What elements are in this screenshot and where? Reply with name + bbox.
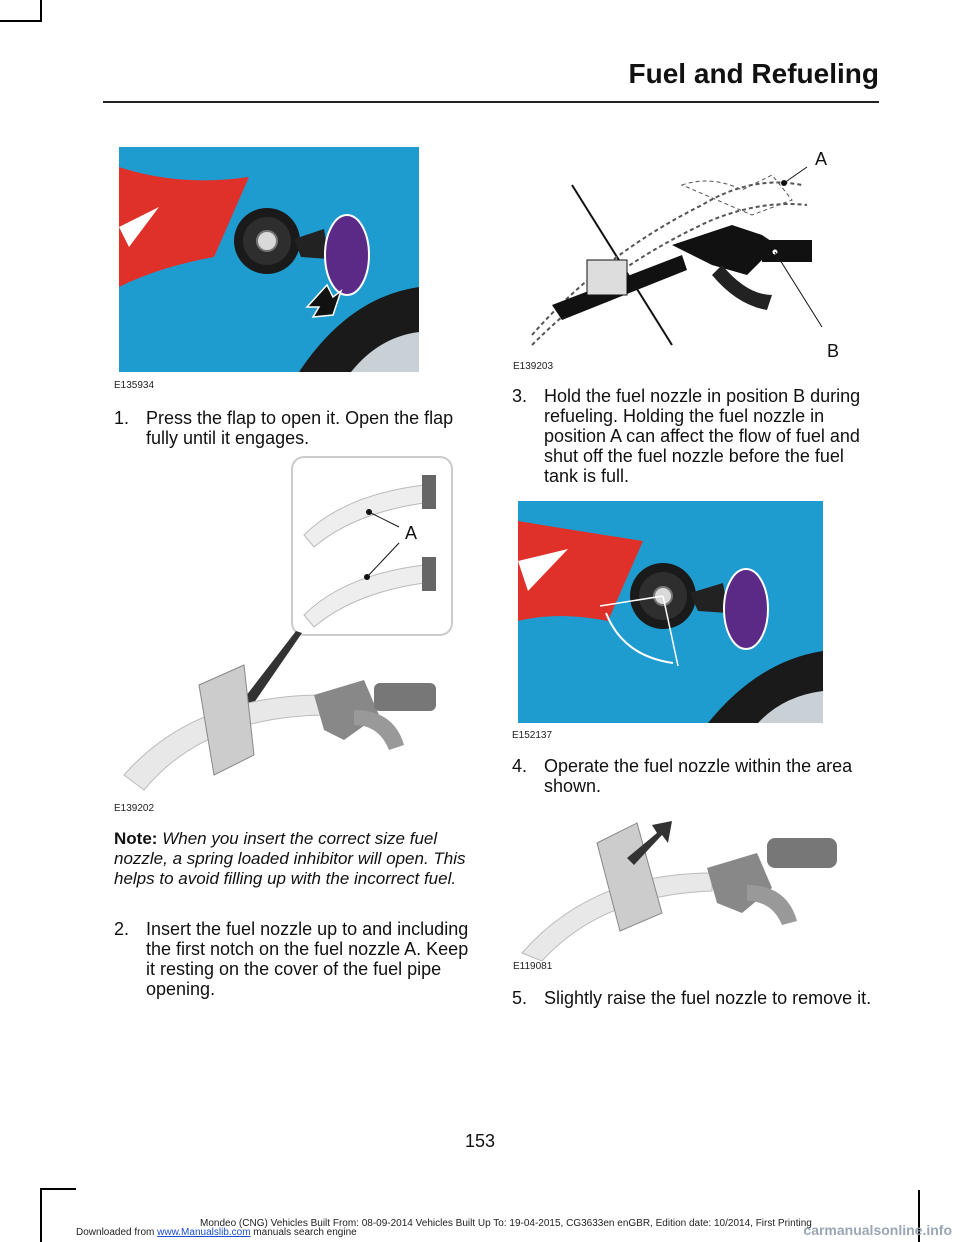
figure-code: E152137 [512, 730, 553, 741]
figure-code: E139203 [513, 361, 554, 372]
note: Note: When you insert the correct size f… [114, 829, 478, 889]
footer: Downloaded from www.Manualslib.com manua… [76, 1227, 357, 1238]
nozzle-notch-illustration [123, 456, 453, 791]
label-a: A [405, 523, 418, 543]
step-text: Operate the fuel nozzle within the area … [544, 756, 853, 796]
step-text: Slightly raise the fuel nozzle to remove… [544, 988, 872, 1008]
note-label: Note: [114, 829, 158, 848]
figure-operating-area [518, 501, 823, 723]
footer-tail: manuals search engine [250, 1227, 357, 1238]
crop-mark-bottom-left [40, 1188, 42, 1242]
page-number: 153 [464, 1131, 496, 1151]
crop-mark-bottom-left [40, 1188, 76, 1190]
raise-nozzle-illustration [521, 821, 837, 961]
footer-downloaded: Downloaded from [76, 1227, 158, 1238]
step-number: 3. [512, 386, 528, 406]
step-number: 4. [512, 756, 528, 776]
crop-mark-bottom-right [918, 1190, 920, 1242]
watermark: carmanualsonline.info [803, 1222, 952, 1238]
figure-raise-nozzle [512, 813, 842, 961]
crop-mark-top-left [0, 20, 42, 22]
step-text: Insert the fuel nozzle up to and includi… [146, 919, 469, 999]
figure-nozzle-notch: A [114, 455, 454, 800]
figure-code: E135934 [114, 380, 155, 391]
header-rule [103, 101, 879, 103]
fuel-flap-illustration [119, 147, 419, 372]
step-number: 5. [512, 988, 528, 1008]
step-text: Press the flap to open it. Open the flap… [146, 408, 454, 448]
manualslib-link[interactable]: www.Manualslib.com [157, 1227, 251, 1238]
step-number: 1. [114, 408, 130, 428]
step-text: Hold the fuel nozzle in position B durin… [544, 386, 861, 486]
crop-mark-top-left [40, 0, 42, 22]
note-text: When you insert the correct size fuel no… [114, 829, 466, 888]
page-title: Fuel and Refueling [628, 58, 879, 89]
figure-nozzle-positions: A B [512, 145, 842, 365]
footer-edition-text: Mondeo (CNG) Vehicles Built From: 08-09-… [200, 1218, 812, 1229]
figure-code: E119081 [513, 961, 553, 972]
step-number: 2. [114, 919, 130, 939]
operating-area-illustration [518, 501, 823, 723]
nozzle-positions-illustration [531, 166, 823, 346]
label-a: A [815, 149, 828, 169]
label-b: B [827, 341, 840, 361]
figure-code: E139202 [114, 803, 155, 814]
figure-fuel-flap [119, 147, 419, 372]
